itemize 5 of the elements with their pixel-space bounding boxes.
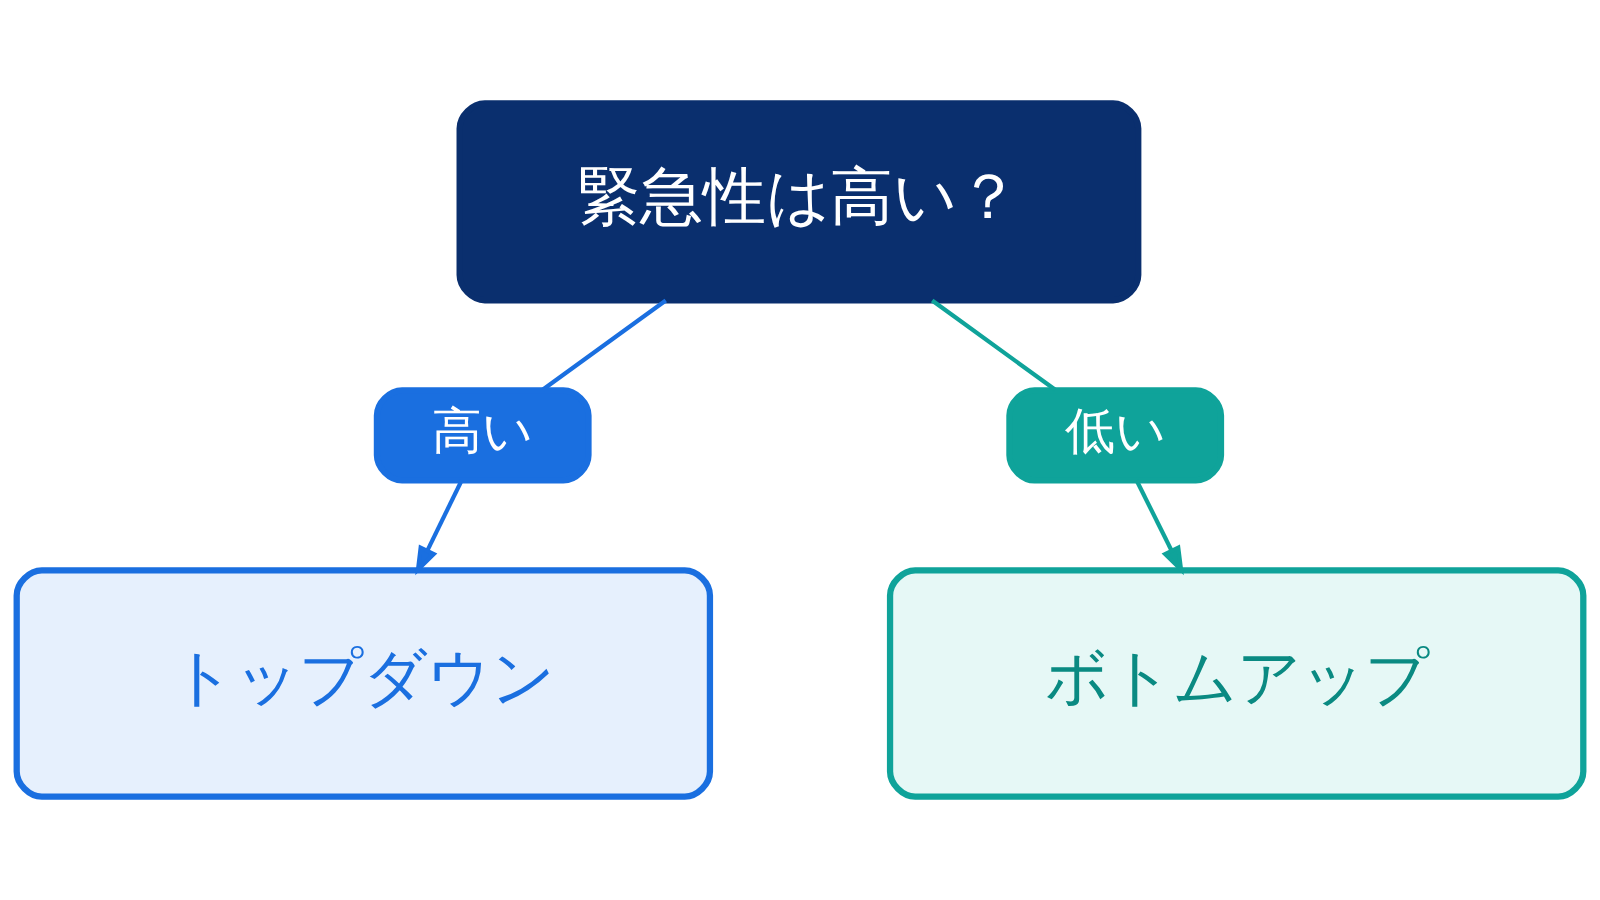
node-box: 低い bbox=[1006, 387, 1225, 484]
node-box: トップダウン bbox=[13, 567, 714, 800]
node-box: ボトムアップ bbox=[886, 567, 1587, 800]
node-box: 緊急性は高い？ bbox=[456, 100, 1142, 304]
node-box: 高い bbox=[373, 387, 592, 484]
